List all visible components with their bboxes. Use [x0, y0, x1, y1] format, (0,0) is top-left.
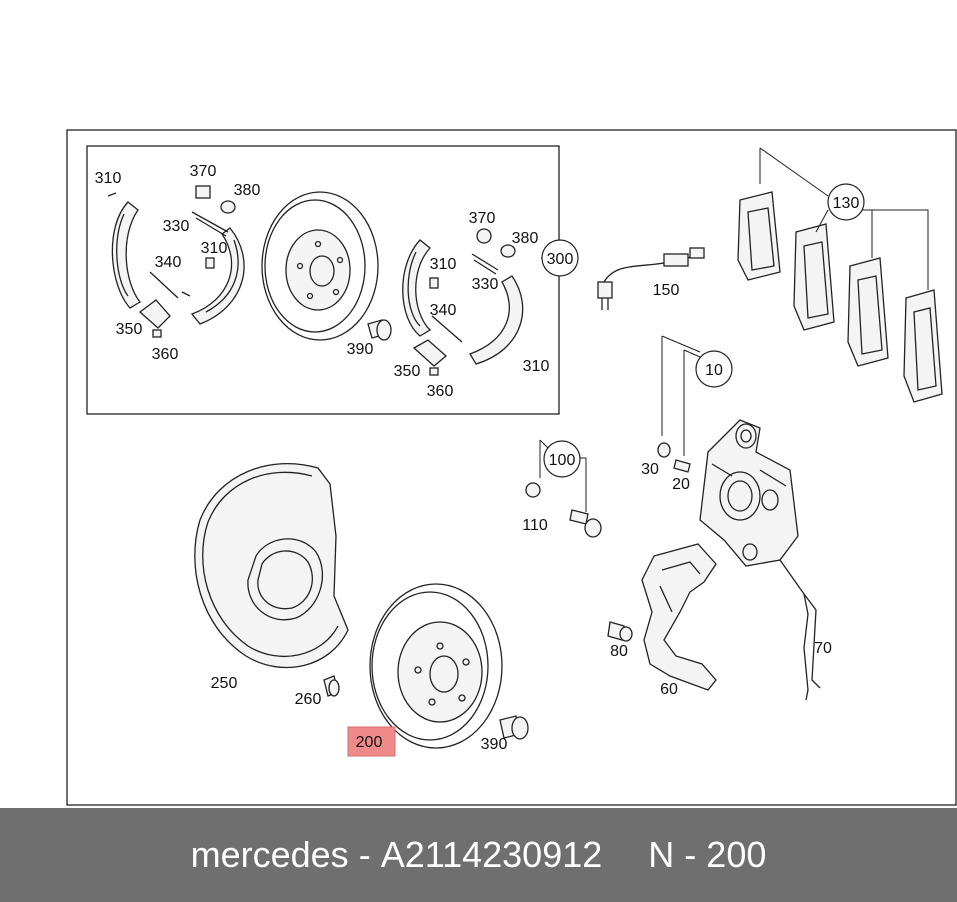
label-380-right[interactable]: 380 [512, 230, 539, 247]
part-number-footer: mercedes - A2114230912 N - 200 [0, 808, 957, 902]
footer-part-number: A2114230912 [380, 834, 603, 875]
label-30[interactable]: 30 [641, 461, 659, 478]
label-310-left-mid[interactable]: 310 [201, 240, 228, 257]
brake-shoe-left-drawing [107, 185, 245, 338]
footer-brand: mercedes [190, 834, 349, 875]
inset-disc-screw-drawing [367, 319, 392, 341]
label-370-left[interactable]: 370 [190, 163, 217, 180]
label-150[interactable]: 150 [653, 282, 680, 299]
dust-shield-drawing [194, 462, 349, 669]
wear-sensor-drawing [597, 247, 705, 310]
label-340-right[interactable]: 340 [430, 302, 457, 319]
label-200[interactable]: 200 [356, 734, 383, 751]
callout-circle-130: 130 [827, 183, 865, 221]
label-20[interactable]: 20 [672, 476, 690, 493]
guide-pin-drawing [525, 482, 602, 538]
label-380-left[interactable]: 380 [234, 182, 261, 199]
brake-disc-drawing [369, 583, 503, 749]
label-390[interactable]: 390 [481, 736, 508, 753]
disc-screw-drawing [499, 715, 529, 740]
parts-diagram: 300 130 10 100 310 370 380 330 310 340 3… [66, 129, 957, 806]
shield-bolt-drawing [323, 675, 340, 697]
label-330-right[interactable]: 330 [472, 276, 499, 293]
diagram-frame [66, 129, 957, 806]
highlight-box-200 [347, 726, 396, 757]
footer-position-prefix: N [648, 834, 675, 875]
callout-130-label: 130 [833, 195, 860, 212]
label-350-left[interactable]: 350 [116, 321, 143, 338]
brake-pads-drawing [737, 191, 943, 403]
label-360-left[interactable]: 360 [152, 346, 179, 363]
bleeder-valve-drawing [673, 459, 691, 473]
label-370-right[interactable]: 370 [469, 210, 496, 227]
callout-10-label: 10 [705, 362, 723, 379]
footer-position-number: 200 [706, 834, 767, 875]
label-310-right-top[interactable]: 310 [430, 256, 457, 273]
parking-brake-inset-frame [86, 145, 560, 415]
caliper-drawing [699, 419, 799, 567]
label-60[interactable]: 60 [660, 681, 678, 698]
label-330-left[interactable]: 330 [163, 218, 190, 235]
label-390-kit[interactable]: 390 [347, 341, 374, 358]
label-110[interactable]: 110 [522, 517, 548, 534]
carrier-bolt-drawing [607, 621, 633, 642]
label-350-right[interactable]: 350 [394, 363, 421, 380]
label-360-right[interactable]: 360 [427, 383, 454, 400]
spring-clip-drawing [779, 559, 821, 701]
bleeder-cap-drawing [657, 442, 671, 458]
label-260[interactable]: 260 [295, 691, 322, 708]
footer-separator: - [358, 834, 371, 875]
inset-brake-disc-drawing [261, 191, 379, 341]
label-80[interactable]: 80 [610, 643, 628, 660]
brake-shoe-right-drawing [402, 228, 524, 376]
callout-100-label: 100 [549, 452, 576, 469]
callout-circle-100: 100 [543, 440, 581, 478]
label-340-left[interactable]: 340 [155, 254, 182, 271]
callout-circle-300: 300 [541, 239, 579, 277]
callout-300-label: 300 [547, 251, 574, 268]
caliper-carrier-drawing [641, 543, 717, 691]
callout-circle-10: 10 [695, 350, 733, 388]
label-70[interactable]: 70 [814, 640, 832, 657]
label-250[interactable]: 250 [211, 675, 238, 692]
label-310-right-bottom[interactable]: 310 [523, 358, 550, 375]
label-310-left-top[interactable]: 310 [95, 170, 122, 187]
footer-position-separator: - [684, 834, 697, 875]
